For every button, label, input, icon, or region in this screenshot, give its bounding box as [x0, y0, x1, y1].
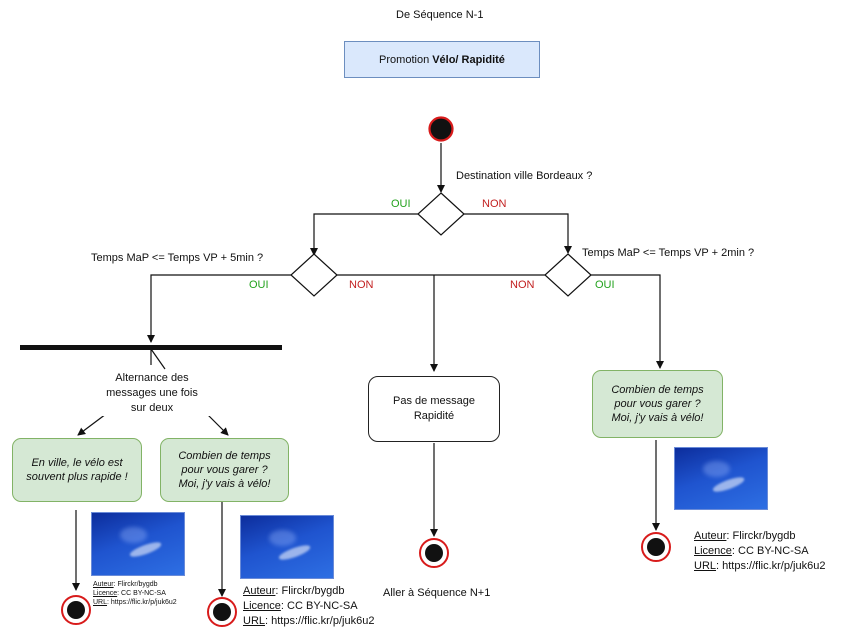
photo-credit: Auteur: Flirckr/bygdb Licence: CC BY-NC-…: [694, 530, 826, 572]
end-node: [641, 532, 671, 562]
decision-question-bordeaux: Destination ville Bordeaux ?: [456, 170, 593, 182]
next-sequence-label: Aller à Séquence N+1: [383, 587, 491, 599]
message-box-garer-right: Combien de temps pour vous garer ? Moi, …: [592, 370, 723, 438]
promotion-bold: Vélo/ Rapidité: [432, 53, 505, 66]
decision-diamond-2min: [544, 253, 592, 297]
photo-credit: Auteur: Flirckr/bygdb Licence: CC BY-NC-…: [243, 585, 375, 627]
message-box-ville: En ville, le vélo est souvent plus rapid…: [12, 438, 142, 502]
no-label: NON: [482, 198, 507, 210]
sky-photo: [91, 512, 185, 576]
no-label: NON: [510, 279, 535, 291]
end-node: [207, 597, 237, 627]
start-node: [428, 116, 454, 142]
message-box-garer-left: Combien de temps pour vous garer ? Moi, …: [160, 438, 289, 502]
end-node: [61, 595, 91, 625]
promotion-prefix: Promotion: [379, 53, 430, 66]
no-message-box: Pas de message Rapidité: [368, 376, 500, 442]
decision-question-5min: Temps MaP <= Temps VP + 5min ?: [91, 252, 264, 264]
fork-label: Alternance des messages une fois sur deu…: [90, 371, 214, 416]
decision-question-2min: Temps MaP <= Temps VP + 2min ?: [582, 247, 755, 259]
yes-label: OUI: [391, 198, 411, 210]
sky-photo: [240, 515, 334, 579]
yes-label: OUI: [249, 279, 269, 291]
connector: [310, 213, 418, 256]
photo-credit: Auteur: Flirckr/bygdb Licence: CC BY-NC-…: [93, 581, 177, 606]
connector: [591, 274, 664, 369]
fork-bar: [20, 345, 282, 350]
promotion-box: Promotion Vélo/ Rapidité: [344, 41, 540, 78]
no-label: NON: [349, 279, 374, 291]
sky-photo: [674, 447, 768, 510]
previous-sequence-label: De Séquence N-1: [396, 9, 484, 21]
decision-diamond-5min: [290, 253, 338, 297]
end-node: [419, 538, 449, 568]
connector: [147, 274, 292, 343]
connector: [150, 348, 166, 370]
connector: [464, 213, 572, 254]
yes-label: OUI: [595, 279, 615, 291]
decision-diamond-bordeaux: [417, 192, 465, 236]
